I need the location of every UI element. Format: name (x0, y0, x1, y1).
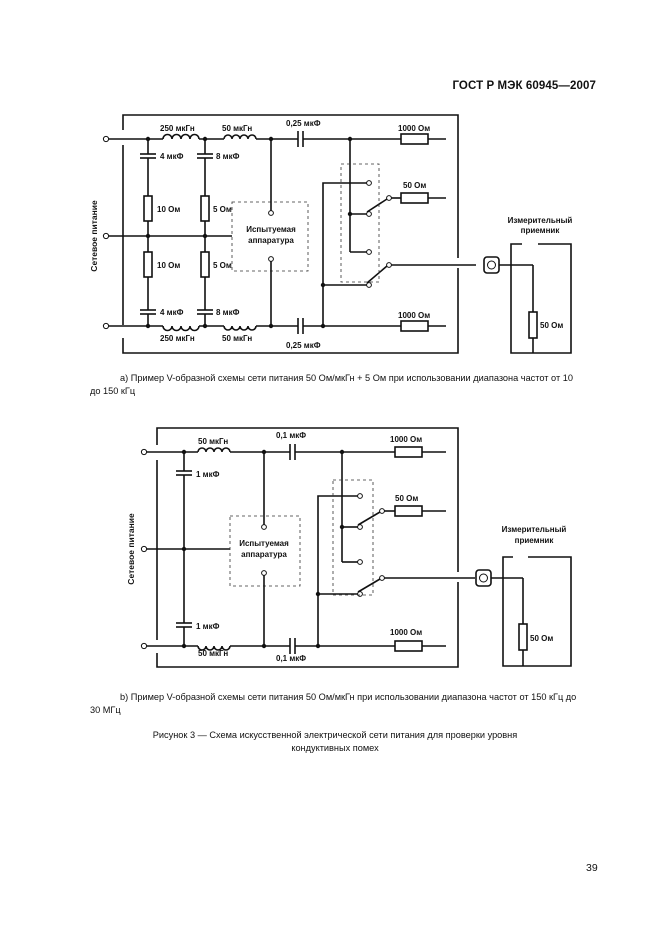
label-meter-res-a: 50 Ом (540, 321, 563, 330)
label-cap-top-b: 0,1 мкФ (276, 431, 306, 440)
label-meter-2-a: приемник (521, 226, 561, 235)
caption-a-text: а) Пример V-образной схемы сети питания … (90, 373, 573, 396)
label-cap-bot-b: 0,1 мкФ (276, 654, 306, 663)
circuit-diagram-b: Сетевое питание 50 мкГн 0,1 мкФ 1000 Ом … (126, 427, 572, 668)
label-res-10-top-a: 10 Ом (157, 205, 180, 214)
label-ind-top-1-a: 250 мкГн (160, 124, 195, 133)
label-ind-top-2-a: 50 мкГн (222, 124, 252, 133)
enclosure-a (122, 114, 459, 354)
label-res-50-a: 50 Ом (403, 181, 426, 190)
caption-b: b) Пример V-образной схемы сети питания … (90, 691, 585, 717)
eut-box-a (231, 139, 309, 326)
label-cap-mid-bot-a: 8 мкФ (216, 308, 240, 317)
label-res-5-bot-a: 5 Ом (213, 261, 232, 270)
label-res-top-b: 1000 Ом (390, 435, 422, 444)
meter-section-b (475, 556, 572, 667)
page-number: 39 (586, 862, 598, 874)
label-res-top-a: 1000 Ом (398, 124, 430, 133)
bottom-line-b (147, 638, 446, 654)
label-cap-left-top-a: 4 мкФ (160, 152, 184, 161)
label-cap-bot-a: 0,25 мкФ (286, 341, 321, 350)
caption-b-text: b) Пример V-образной схемы сети питания … (90, 692, 577, 715)
document-header: ГОСТ Р МЭК 60945—2007 (452, 80, 596, 92)
label-cap-top-a: 0,25 мкФ (286, 119, 321, 128)
label-eut-2-b: аппаратура (241, 550, 287, 559)
input-terminals-a (102, 135, 110, 330)
label-res-bot-a: 1000 Ом (398, 311, 430, 320)
label-res-10-bot-a: 10 Ом (157, 261, 180, 270)
side-label-a: Сетевое питание (89, 200, 99, 272)
eut-box-b (229, 452, 301, 646)
input-terminals-b (140, 448, 148, 650)
switch-section-a (322, 139, 476, 326)
meter-section-a (483, 243, 572, 354)
junctions-b (181, 449, 345, 649)
figure-caption: Рисунок 3 — Схема искусственной электрич… (152, 730, 518, 753)
caption-a: а) Пример V-образной схемы сети питания … (90, 372, 585, 398)
enclosure-b (156, 427, 459, 668)
label-res-bot-b: 1000 Ом (390, 628, 422, 637)
junctions-a (145, 136, 353, 329)
top-line-b (147, 444, 446, 460)
label-cap-left-bot-a: 4 мкФ (160, 308, 184, 317)
label-eut-1-b: Испытуемая (239, 539, 289, 548)
label-res-50-b: 50 Ом (395, 494, 418, 503)
label-eut-2-a: аппаратура (248, 236, 294, 245)
label-meter-2-b: приемник (515, 536, 555, 545)
label-meter-1-b: Измерительный (502, 525, 567, 534)
circuit-diagram-a: Сетевое питание 250 мкГн 50 мкГн 0,25 мк… (89, 114, 573, 354)
label-meter-1-a: Измерительный (508, 216, 573, 225)
shunt-branch-mid-a (197, 139, 213, 326)
side-label-b: Сетевое питание (126, 513, 136, 585)
label-cap-left-bot-b: 1 мкФ (196, 622, 220, 631)
label-ind-bot-b: 50 мкГн (198, 649, 228, 658)
label-ind-bot-1-a: 250 мкГн (160, 334, 195, 343)
label-ind-top-b: 50 мкГн (198, 437, 228, 446)
label-res-5-top-a: 5 Ом (213, 205, 232, 214)
label-cap-mid-top-a: 8 мкФ (216, 152, 240, 161)
label-ind-bot-2-a: 50 мкГн (222, 334, 252, 343)
switch-section-b (317, 452, 475, 646)
label-eut-1-a: Испытуемая (246, 225, 296, 234)
label-cap-left-top-b: 1 мкФ (196, 470, 220, 479)
label-meter-res-b: 50 Ом (530, 634, 553, 643)
